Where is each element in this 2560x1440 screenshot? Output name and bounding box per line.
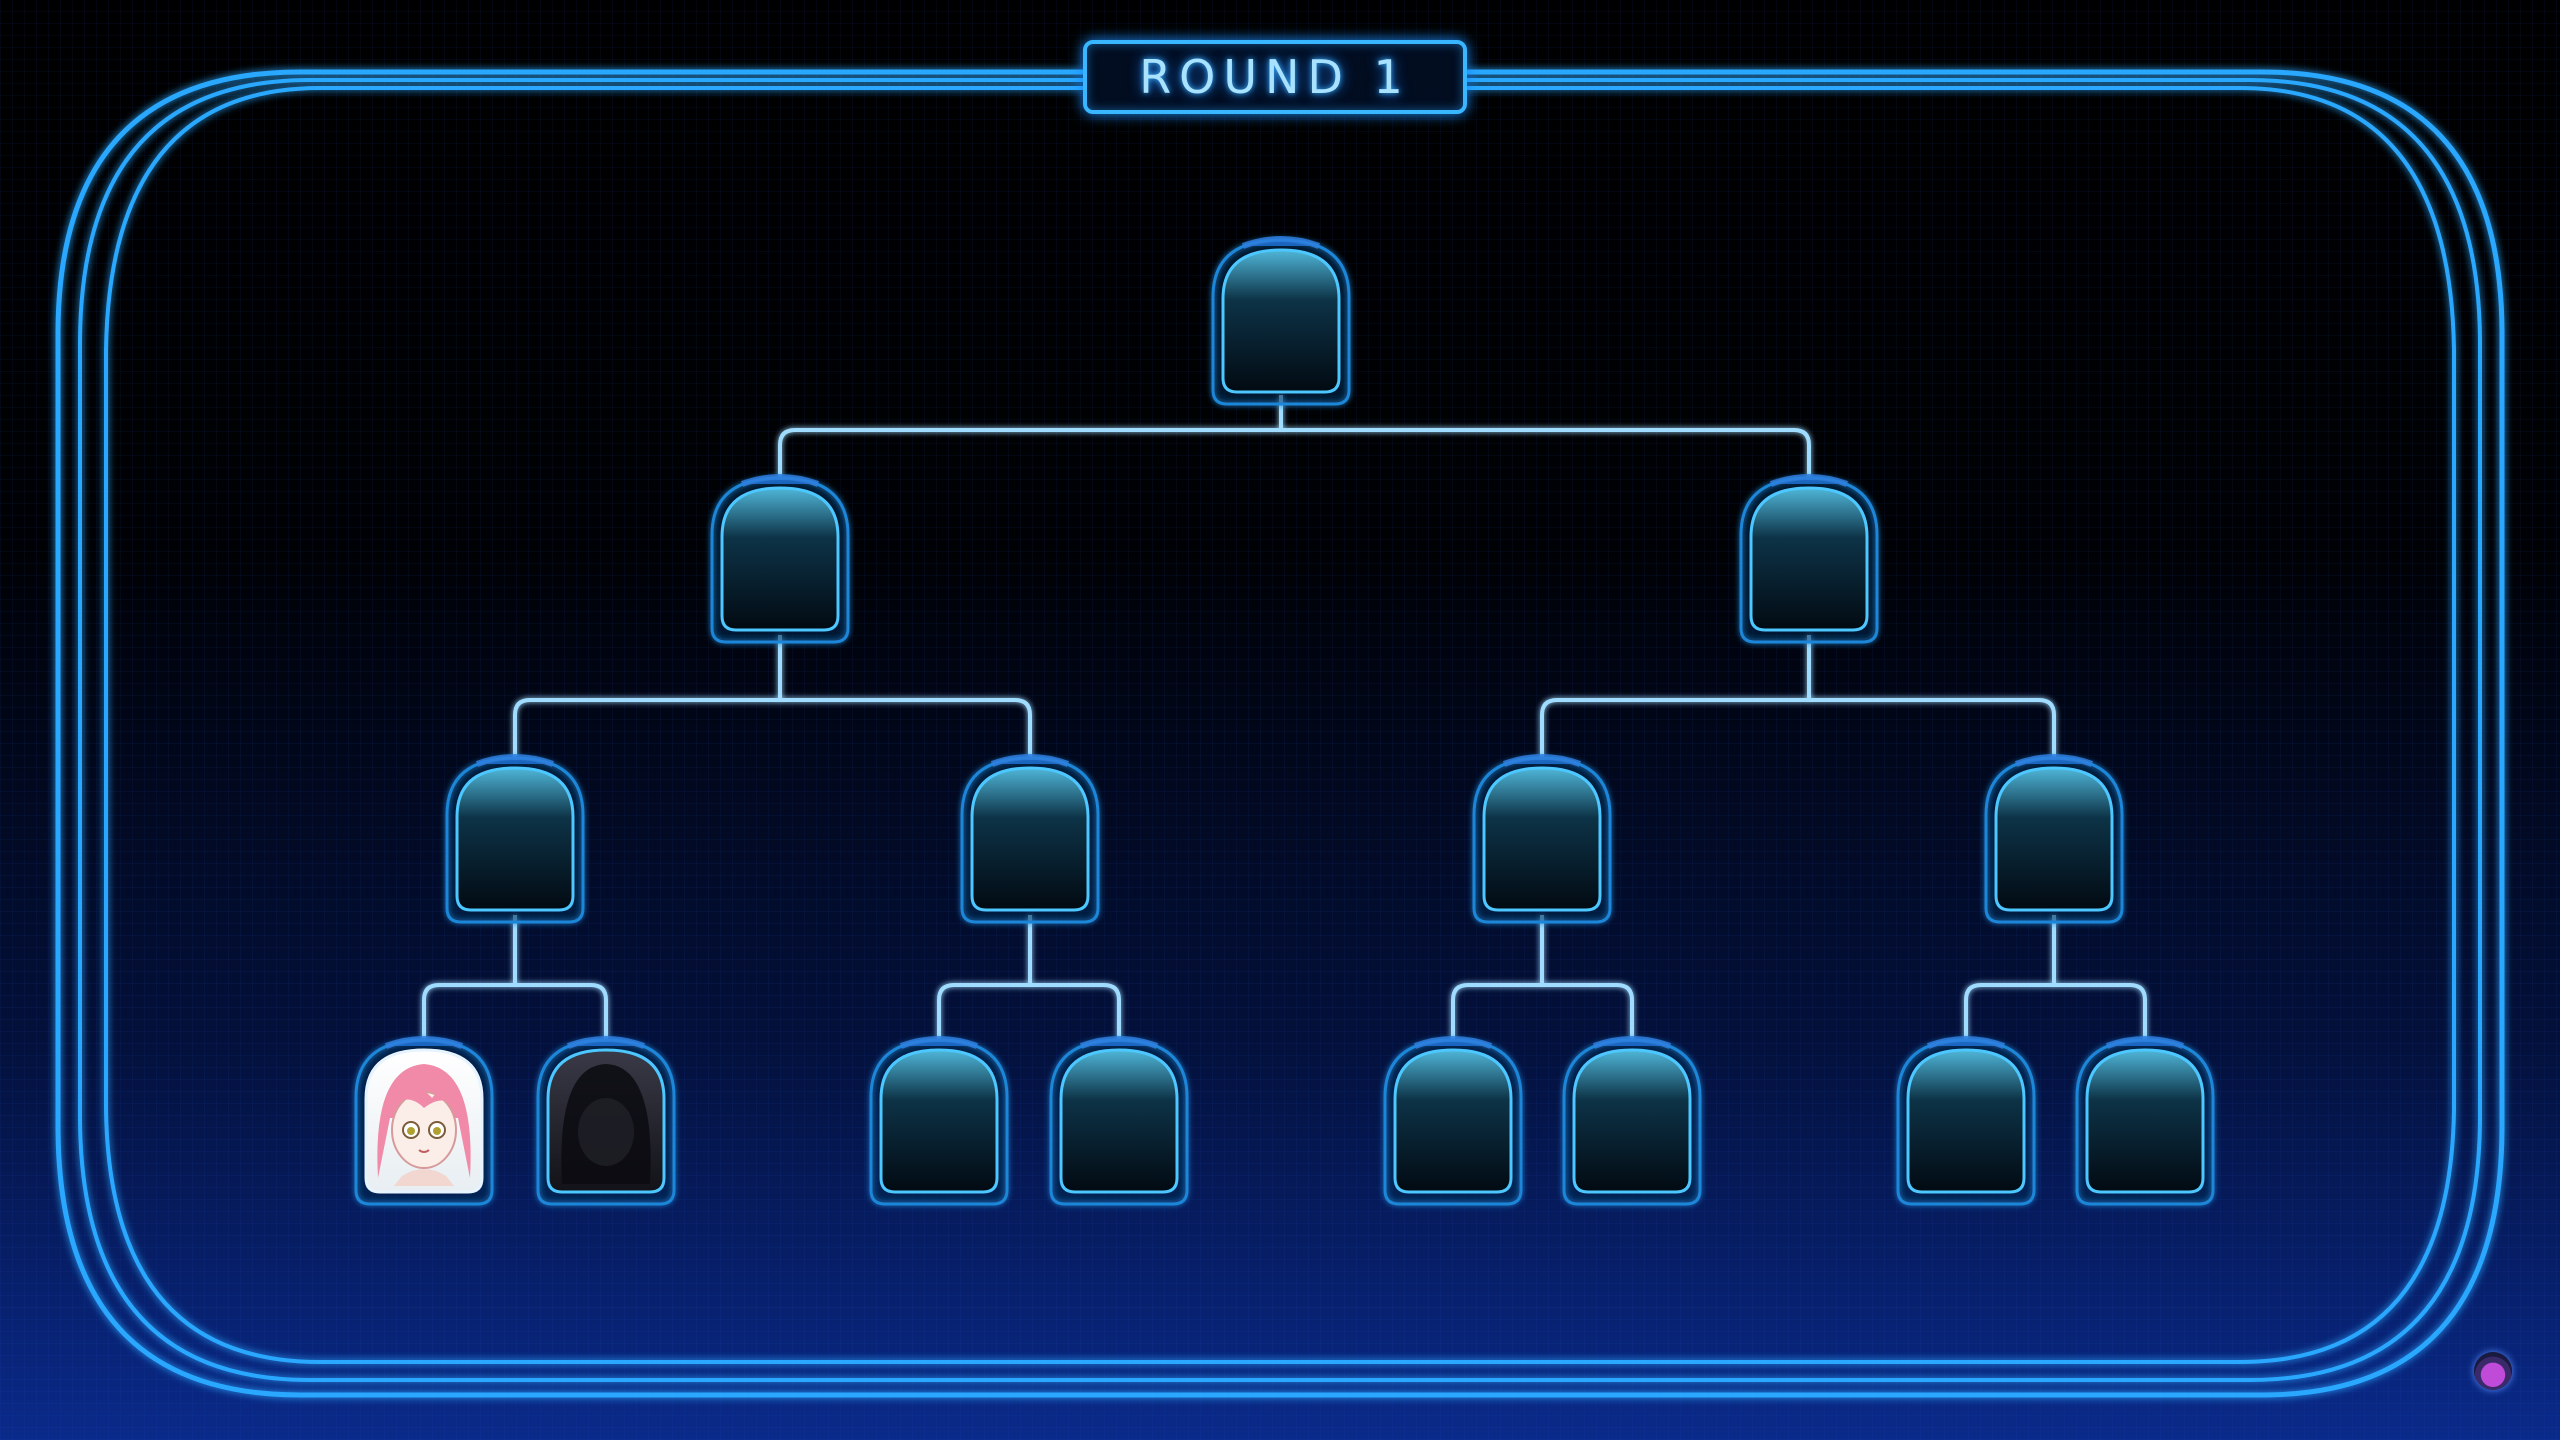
dark-hair-silhouette-icon bbox=[561, 1064, 651, 1184]
bracket-slot bbox=[354, 1036, 494, 1206]
bracket-slot bbox=[445, 754, 585, 924]
bracket-slot bbox=[536, 1036, 676, 1206]
bracket-slot bbox=[1383, 1036, 1523, 1206]
bracket-slot bbox=[1211, 236, 1351, 406]
bracket-slot bbox=[1472, 754, 1612, 924]
pink-hair-girl-portrait-icon bbox=[377, 1064, 471, 1186]
bracket-slots bbox=[354, 236, 2215, 1206]
bracket-slot bbox=[960, 754, 1100, 924]
round-badge: ROUND 1 bbox=[1083, 40, 1467, 114]
neon-frame bbox=[55, 69, 2505, 1398]
bracket-slot bbox=[1739, 474, 1879, 644]
player-avatar-icon[interactable] bbox=[2474, 1352, 2512, 1390]
bracket-slot bbox=[1984, 754, 2124, 924]
bracket-slot bbox=[869, 1036, 1009, 1206]
bracket-slot bbox=[1896, 1036, 2036, 1206]
bracket-slot bbox=[710, 474, 850, 644]
bracket-slot bbox=[1049, 1036, 1189, 1206]
bracket-connectors bbox=[422, 395, 2147, 1040]
bracket-slot bbox=[2075, 1036, 2215, 1206]
round-label: ROUND 1 bbox=[1139, 50, 1411, 104]
bracket-slot bbox=[1562, 1036, 1702, 1206]
